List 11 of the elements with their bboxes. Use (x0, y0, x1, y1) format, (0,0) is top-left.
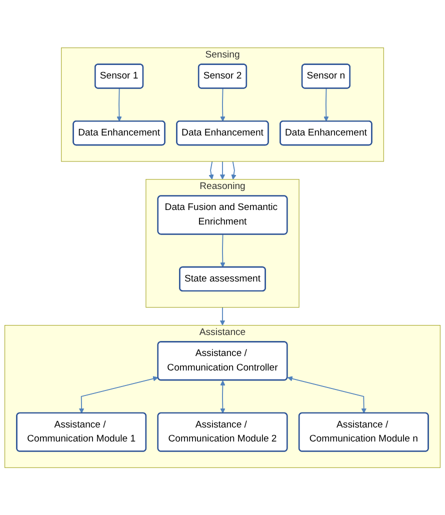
arrow (116, 88, 122, 122)
arrow (220, 306, 226, 326)
arrow (324, 88, 329, 122)
arrow (208, 160, 214, 180)
arrow (220, 160, 226, 180)
arrow (287, 376, 366, 414)
arrow (220, 380, 226, 414)
arrow (231, 160, 236, 180)
arrow (220, 88, 226, 122)
arrow (78, 376, 158, 414)
arrow (220, 234, 226, 268)
